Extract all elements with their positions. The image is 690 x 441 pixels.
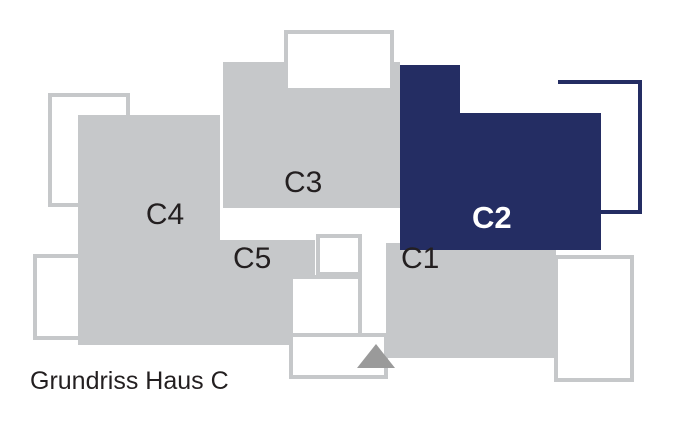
stairwell-box-upper [316, 234, 362, 276]
stairwell-box-lower [289, 275, 362, 339]
balcony-outline-c1-right-stroke [554, 255, 634, 382]
balcony-outline-c1-right [554, 255, 634, 382]
balcony-outline-c5-left-stroke [33, 254, 99, 340]
unit-shape-c1[interactable] [386, 253, 556, 358]
unit-label-c3: C3 [284, 166, 322, 199]
unit-shape-c2[interactable] [400, 65, 601, 250]
unit-label-c1: C1 [401, 242, 439, 275]
balcony-outline-c3-top-stroke [284, 30, 394, 92]
unit-label-c4: C4 [146, 198, 184, 231]
unit-shape-c4[interactable] [78, 115, 220, 255]
diagram-caption: Grundriss Haus C [30, 367, 229, 395]
unit-label-c5: C5 [233, 242, 271, 275]
unit-label-c2: C2 [472, 200, 512, 235]
entrance-marker-icon [357, 344, 395, 368]
balcony-outline-c4-left-stroke [48, 93, 128, 207]
balcony-cutout-c3 [288, 32, 390, 90]
